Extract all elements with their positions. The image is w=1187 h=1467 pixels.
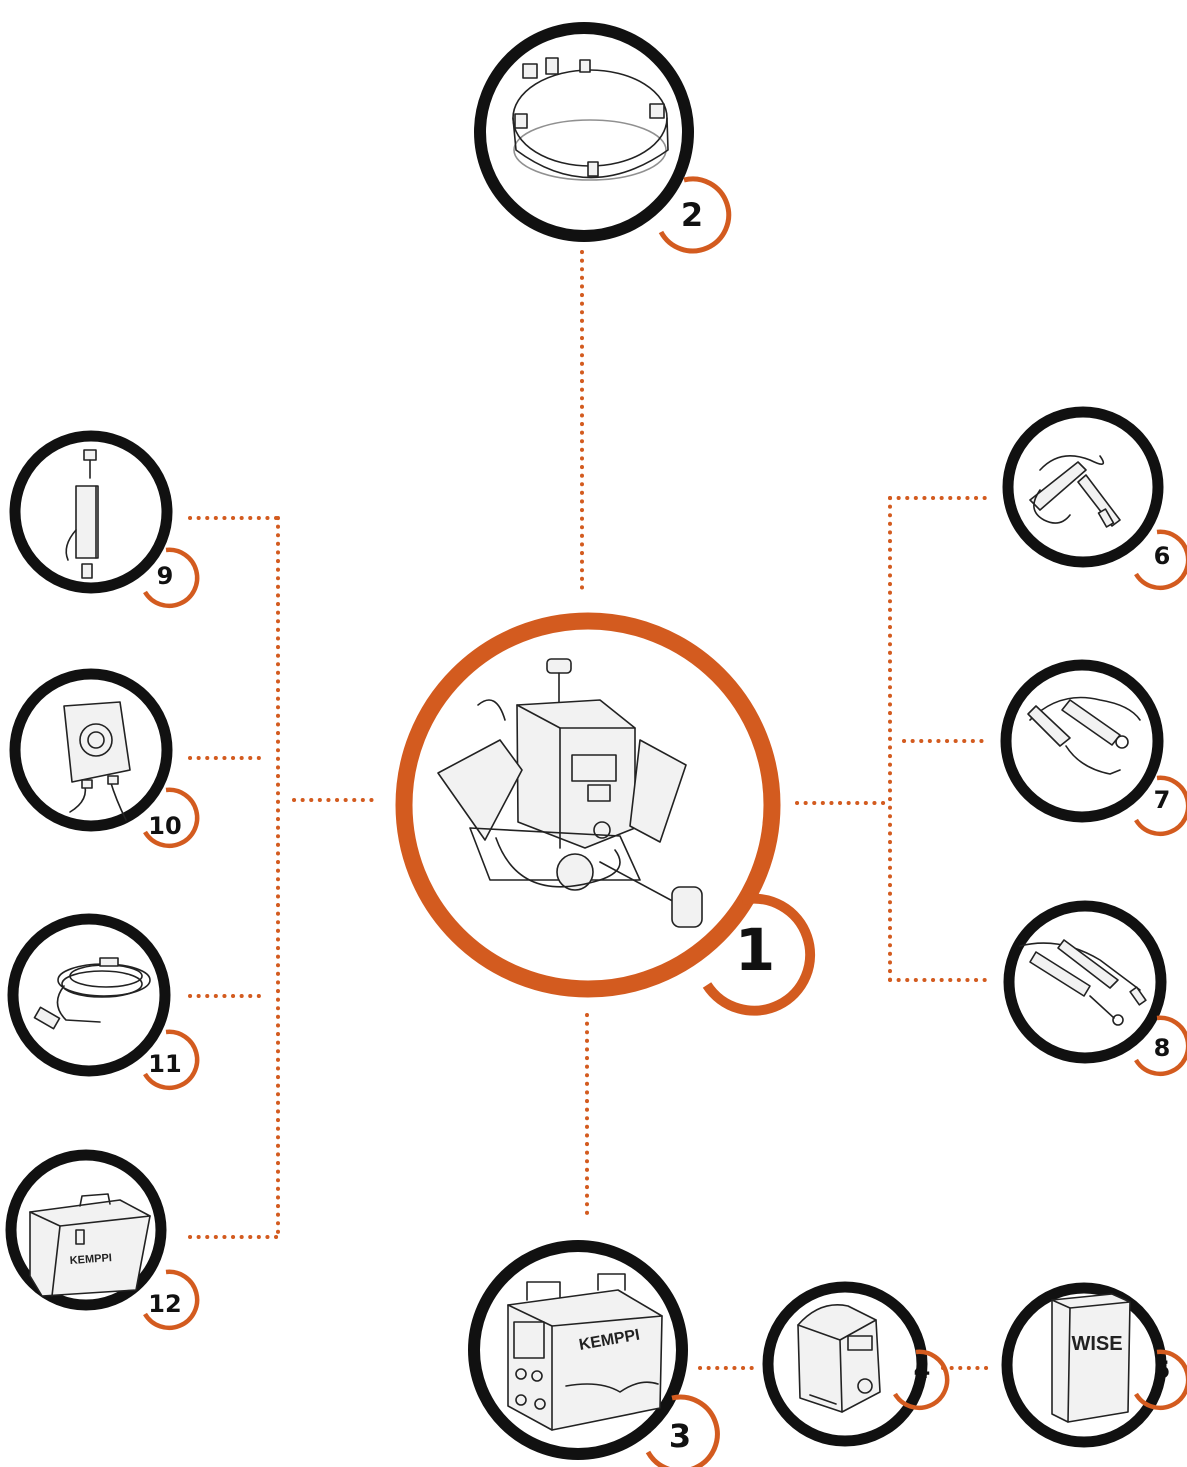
node-number-12: 12 xyxy=(148,1290,181,1318)
welding-gun-icon xyxy=(1027,696,1141,775)
badge-arc-11 xyxy=(143,1029,200,1091)
guide-ring-rail-icon xyxy=(512,57,669,181)
badge-arc-5 xyxy=(1134,1349,1187,1411)
node-number-1: 1 xyxy=(735,916,775,984)
node-6: 6 xyxy=(1002,406,1187,591)
node-number-8: 8 xyxy=(1154,1034,1171,1062)
wise-box-label: WISE xyxy=(1071,1333,1122,1355)
node-number-9: 9 xyxy=(157,562,174,590)
node-number-11: 11 xyxy=(148,1050,181,1078)
power-source-icon: KEMPPI xyxy=(507,1273,663,1431)
node-number-4: 4 xyxy=(914,1356,931,1384)
connector-lines xyxy=(188,250,994,1370)
node-8: 8 xyxy=(1003,900,1187,1077)
remote-control-box-icon xyxy=(63,701,131,821)
node-12: KEMPPI 12 xyxy=(5,1149,200,1331)
badge-arc-4 xyxy=(893,1349,950,1411)
wise-software-box-icon: WISE xyxy=(1051,1293,1131,1423)
node-1: 1 xyxy=(395,612,816,1016)
node-2: 2 xyxy=(474,22,732,254)
wire-feeder-icon xyxy=(797,1304,881,1413)
cable-coil-icon xyxy=(33,957,151,1030)
node-number-7: 7 xyxy=(1154,786,1171,814)
badge-arc-6 xyxy=(1134,529,1187,591)
badge-arc-8 xyxy=(1134,1015,1187,1077)
case-brand: KEMPPI xyxy=(69,1252,112,1267)
limit-switch-bracket-icon xyxy=(65,449,99,579)
welding-gun-icon xyxy=(1029,454,1121,528)
carriage-unit-icon xyxy=(437,658,703,928)
node-9: 9 xyxy=(9,430,200,609)
carrying-case-icon: KEMPPI xyxy=(29,1193,151,1297)
node-4: 4 xyxy=(762,1281,950,1447)
welding-gun-icon xyxy=(1019,939,1147,1026)
node-number-2: 2 xyxy=(681,196,703,234)
badge-arc-12 xyxy=(143,1269,200,1331)
node-10: 10 xyxy=(9,668,200,849)
node-number-3: 3 xyxy=(669,1417,691,1455)
badge-arc-1 xyxy=(702,893,816,1016)
node-number-10: 10 xyxy=(148,812,181,840)
badge-arc-9 xyxy=(143,547,200,609)
node-number-5: 5 xyxy=(1154,1356,1171,1384)
badge-arc-7 xyxy=(1134,775,1187,837)
badge-arc-3 xyxy=(645,1394,720,1467)
node-number-6: 6 xyxy=(1154,542,1171,570)
badge-arc-2 xyxy=(658,176,732,254)
node-11: 11 xyxy=(7,913,200,1091)
node-5: WISE 5 xyxy=(1001,1282,1187,1448)
node-7: 7 xyxy=(1000,659,1187,837)
node-3: KEMPPI 3 xyxy=(468,1240,720,1467)
badge-arc-10 xyxy=(143,787,200,849)
